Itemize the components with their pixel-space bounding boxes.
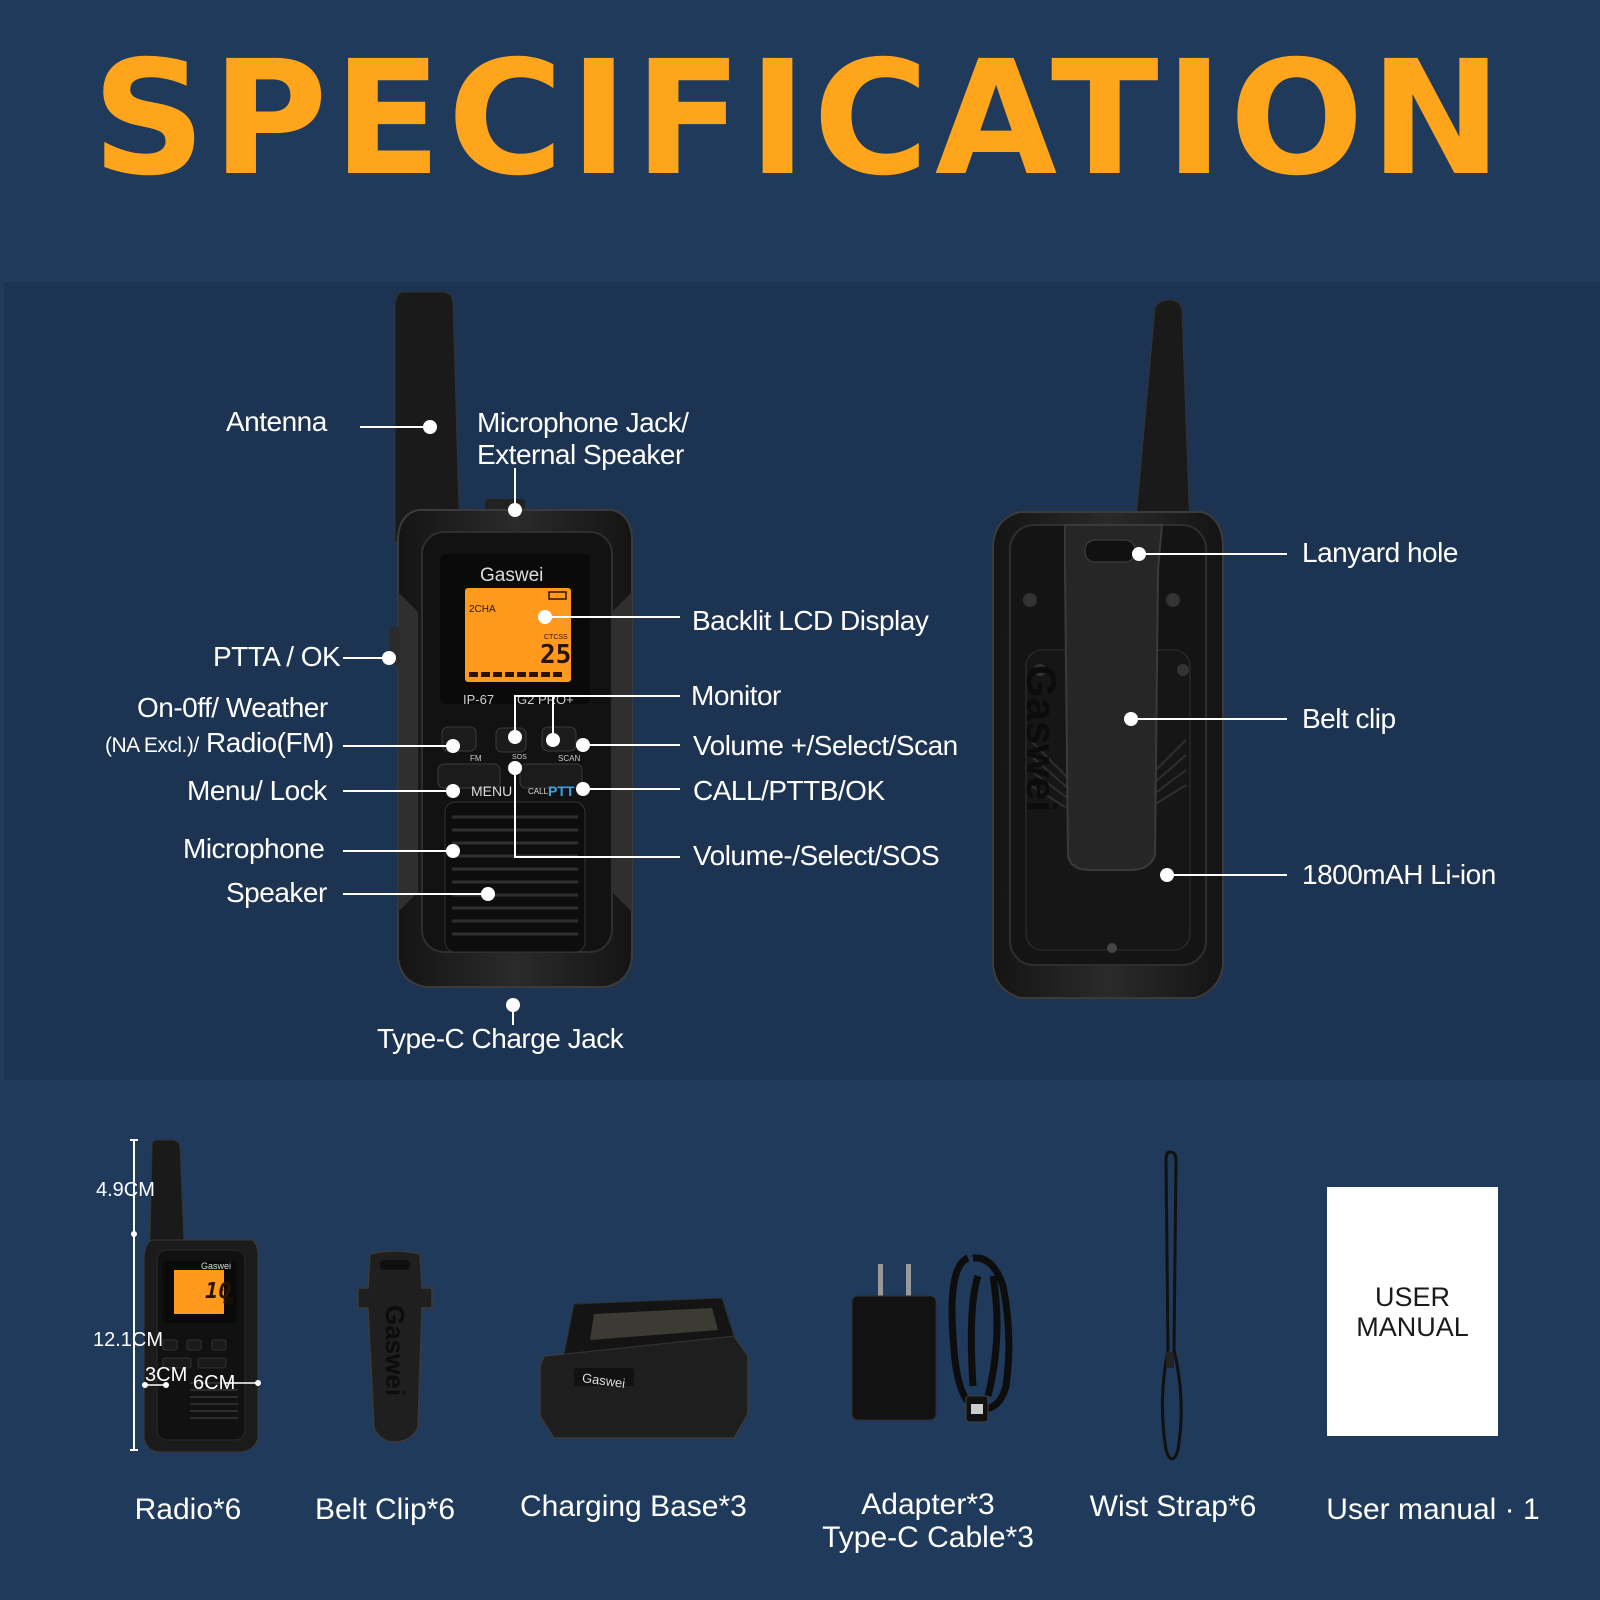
key-sos: SOS xyxy=(512,754,527,761)
label-antenna: Antenna xyxy=(226,406,327,437)
speaker-dot xyxy=(481,887,495,901)
label-volume-down: Volume-/Select/SOS xyxy=(693,840,940,871)
label-lcd: Backlit LCD Display xyxy=(692,605,929,636)
key-fm: FM xyxy=(470,754,482,763)
monitor-vline xyxy=(514,695,516,735)
label-ptt: PTTA / OK xyxy=(213,641,341,672)
caption-radio: Radio*6 xyxy=(134,1493,242,1526)
label-mic-jack-2: External Speaker xyxy=(477,439,684,470)
mini-lcd-small: 80 xyxy=(223,1296,234,1306)
ptt-line xyxy=(343,657,389,659)
label-volume-up: Volume +/Select/Scan xyxy=(693,730,958,761)
beltclip-line xyxy=(1131,718,1287,720)
front-radio-illustration xyxy=(390,291,633,988)
caption-strap: Wist Strap*6 xyxy=(1089,1490,1257,1523)
adapter-cable-illustration xyxy=(851,1254,1013,1423)
diagram-panel xyxy=(4,282,1600,1080)
mini-brand: Gaswei xyxy=(201,1261,232,1271)
mini-lcd-value: 10 xyxy=(205,1279,232,1304)
monitor-dot xyxy=(508,730,522,744)
label-microphone: Microphone xyxy=(183,833,325,864)
caption-manual: User manual · 1 xyxy=(1326,1493,1540,1526)
monitor-line xyxy=(514,695,680,697)
battery-line xyxy=(1167,874,1287,876)
antenna-line xyxy=(360,426,430,428)
wrist-strap-illustration xyxy=(1160,1150,1183,1461)
dim-antenna-height: 4.9CM xyxy=(96,1179,155,1201)
dim-depth: 3CM xyxy=(145,1364,188,1386)
call-dot xyxy=(576,782,590,796)
caption-belt-clip: Belt Clip*6 xyxy=(314,1493,456,1526)
volup-dot-a xyxy=(546,733,560,747)
label-power-1: On-0ff/ Weather xyxy=(137,692,328,723)
charge-line xyxy=(512,1005,514,1025)
volup-line xyxy=(583,744,680,746)
lcd-code: CTCSS xyxy=(544,634,568,641)
antenna-dot xyxy=(423,420,437,434)
brand-label: Gaswei xyxy=(480,565,544,586)
key-scan: SCAN xyxy=(558,754,581,763)
voldown-vline xyxy=(514,768,516,856)
clip-brand: Gaswei xyxy=(1018,665,1065,813)
lcd-channel: 2CHA xyxy=(469,604,496,615)
label-menu: Menu/ Lock xyxy=(187,775,327,806)
belt-clip-illustration xyxy=(357,1250,433,1443)
label-monitor: Monitor xyxy=(691,680,781,711)
key-ptt: PTT xyxy=(548,783,575,799)
mini-radio-illustration xyxy=(130,1139,261,1453)
ip-rating: IP-67 xyxy=(463,692,495,707)
key-menu: MENU xyxy=(471,783,513,799)
label-charge-jack: Type-C Charge Jack xyxy=(377,1023,624,1054)
volup-dot xyxy=(576,738,590,752)
caption-adapter: Adapter*3 xyxy=(861,1488,995,1521)
label-call: CALL/PTTB/OK xyxy=(693,775,885,806)
lanyard-line xyxy=(1139,553,1287,555)
label-belt-clip: Belt clip xyxy=(1302,703,1396,734)
user-manual-cover: USER MANUAL xyxy=(1327,1187,1498,1436)
label-power-radio: Radio(FM) xyxy=(198,727,334,758)
caption-charging-base: Charging Base*3 xyxy=(520,1490,747,1523)
user-manual-cover-text: USER MANUAL xyxy=(1356,1281,1469,1342)
mic-jack-dot xyxy=(508,503,522,517)
lcd-line xyxy=(545,616,680,618)
label-battery: 1800mAH Li-ion xyxy=(1302,859,1496,890)
caption-cable: Type-C Cable*3 xyxy=(822,1521,1034,1554)
lcd-dot xyxy=(538,610,552,624)
label-mic-jack-1: Microphone Jack/ xyxy=(477,407,689,438)
voldown-dot xyxy=(508,761,522,775)
ptt-dot xyxy=(382,651,396,665)
label-power-2: (NA Excl.)/ Radio(FM) xyxy=(105,727,334,759)
page-title: SPECIFICATION xyxy=(91,27,1509,211)
menu-line xyxy=(343,790,453,792)
label-speaker: Speaker xyxy=(226,877,327,908)
label-lanyard: Lanyard hole xyxy=(1302,537,1458,568)
back-radio-illustration xyxy=(992,299,1224,999)
key-call: CALL xyxy=(528,787,549,796)
microphone-line xyxy=(343,850,453,852)
charging-base-illustration xyxy=(539,1297,749,1439)
mic-jack-line xyxy=(514,468,516,510)
microphone-dot xyxy=(446,844,460,858)
call-line xyxy=(583,788,680,790)
volup-vline xyxy=(552,695,554,735)
power-line xyxy=(343,745,453,747)
dim-width: 6CM xyxy=(193,1372,236,1394)
menu-dot xyxy=(446,784,460,798)
dim-body-height: 12.1CM xyxy=(93,1329,164,1351)
voldown-line xyxy=(514,856,680,858)
belt-clip-brand: Gaswei xyxy=(380,1305,410,1397)
label-power-small: (NA Excl.)/ xyxy=(105,734,199,757)
power-dot xyxy=(446,739,460,753)
lcd-number: 25 xyxy=(540,640,572,670)
speaker-line xyxy=(343,893,488,895)
